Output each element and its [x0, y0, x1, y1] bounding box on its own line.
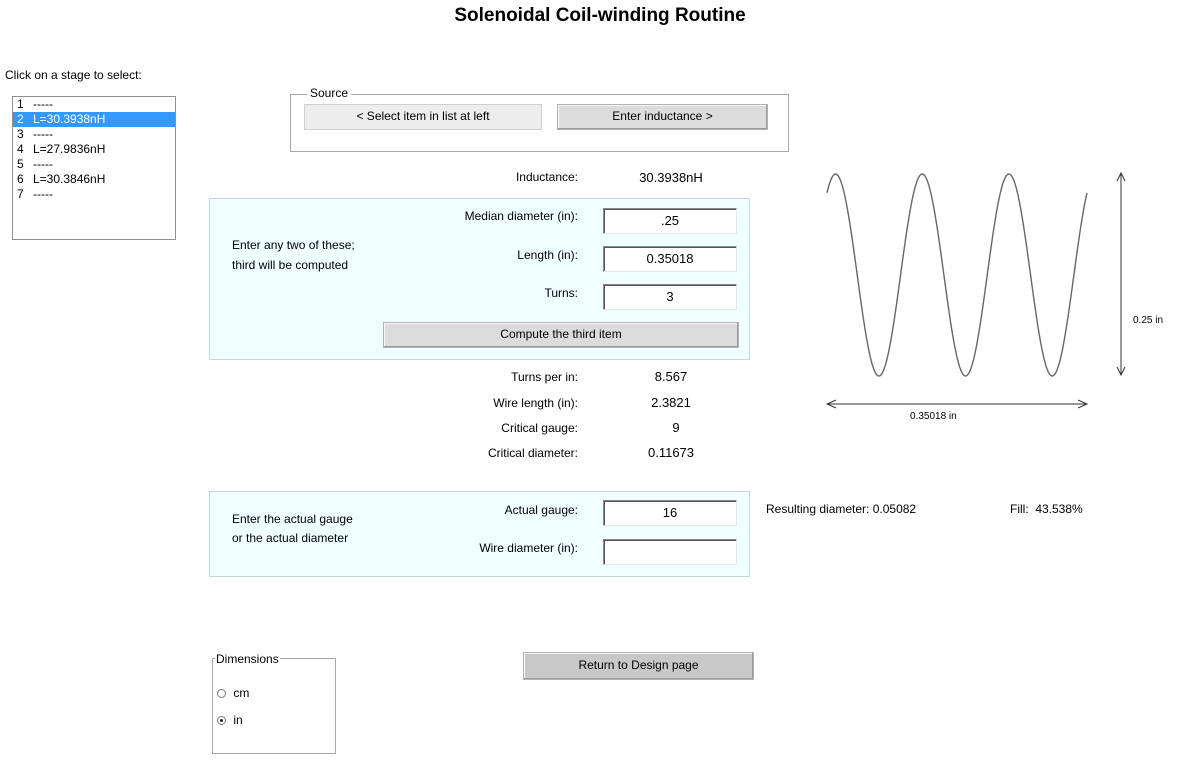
critical-gauge-value: 9: [672, 420, 680, 435]
stage-item[interactable]: 5 -----: [13, 157, 175, 172]
turns-per-in-value: 8.567: [654, 369, 688, 384]
source-group-label: Source: [307, 86, 352, 100]
critical-gauge-label: Critical gauge:: [501, 421, 578, 435]
dimension-option-in[interactable]: in: [217, 713, 243, 727]
wire-length-label: Wire length (in):: [493, 396, 578, 410]
wire-diameter-input[interactable]: [603, 539, 737, 565]
turns-per-in-label: Turns per in:: [511, 370, 578, 384]
turns-input[interactable]: 3: [603, 284, 737, 310]
stage-item[interactable]: 6 L=30.3846nH: [13, 172, 175, 187]
enter-inductance-button[interactable]: Enter inductance >: [557, 104, 768, 130]
stage-label: -----: [33, 127, 53, 141]
wire-length-value: 2.3821: [651, 395, 691, 410]
stage-number: 3: [17, 127, 24, 141]
stage-label: L=30.3846nH: [33, 172, 106, 186]
wire-instructions-line2: or the actual diameter: [232, 531, 349, 545]
critical-diameter-label: Critical diameter:: [487, 446, 578, 460]
stage-number: 2: [17, 112, 24, 126]
coil-wave: [826, 173, 1088, 377]
fill-value: Fill: 43.538%: [1010, 502, 1083, 516]
select-item-button[interactable]: < Select item in list at left: [304, 104, 542, 130]
stage-item[interactable]: 2 L=30.3938nH: [13, 112, 175, 127]
dimensions-group: [212, 658, 336, 754]
length-dimension-label: 0.35018 in: [910, 411, 957, 422]
radio-cm[interactable]: [217, 689, 226, 699]
dimensions-group-label: Dimensions: [215, 652, 280, 666]
median-diameter-input[interactable]: .25: [603, 208, 737, 234]
stage-number: 4: [17, 142, 24, 156]
source-group: [290, 94, 789, 152]
coil-diagram: 0.25 in 0.35018 in: [825, 171, 1163, 422]
turns-label: Turns:: [544, 286, 578, 300]
stage-item[interactable]: 4 L=27.9836nH: [13, 142, 175, 157]
stage-label: -----: [33, 97, 53, 111]
inductance-label: Inductance:: [515, 170, 578, 184]
dimension-option-in-label: in: [233, 713, 243, 727]
geometry-instructions-line2: third will be computed: [232, 258, 349, 272]
stage-number: 7: [17, 187, 24, 201]
median-diameter-label: Median diameter (in):: [464, 209, 578, 223]
dimension-option-cm-label: cm: [233, 686, 250, 700]
height-dimension-label: 0.25 in: [1133, 315, 1163, 326]
stage-item[interactable]: 3 -----: [13, 127, 175, 142]
stage-item[interactable]: 1 -----: [13, 97, 175, 112]
wire-instructions-line1: Enter the actual gauge: [232, 512, 353, 526]
resulting-diameter: Resulting diameter: 0.05082: [766, 502, 917, 516]
stage-label: -----: [33, 187, 53, 201]
inductance-value: 30.3938nH: [639, 170, 703, 185]
geometry-instructions-line1: Enter any two of these;: [232, 238, 355, 252]
stage-label: L=27.9836nH: [33, 142, 106, 156]
page-title: Solenoidal Coil-winding Routine: [454, 5, 746, 26]
actual-gauge-label: Actual gauge:: [504, 503, 578, 517]
stage-label: L=30.3938nH: [33, 112, 106, 126]
return-to-design-button[interactable]: Return to Design page: [523, 652, 754, 680]
stage-prompt: Click on a stage to select:: [5, 68, 142, 82]
compute-third-item-button[interactable]: Compute the third item: [383, 322, 739, 348]
length-arrow: [825, 399, 1089, 409]
stage-number: 6: [17, 172, 24, 186]
stage-label: -----: [33, 157, 53, 171]
dimension-option-cm[interactable]: cm: [217, 686, 249, 700]
height-arrow: [1116, 171, 1126, 377]
actual-gauge-input[interactable]: 16: [603, 500, 737, 526]
length-label: Length (in):: [517, 248, 578, 262]
radio-in[interactable]: [217, 716, 226, 726]
stage-item[interactable]: 7 -----: [13, 187, 175, 202]
stage-listbox[interactable]: 1 ----- 2 L=30.3938nH 3 ----- 4 L=27.9836nH 5 ---…: [12, 96, 176, 240]
length-input[interactable]: 0.35018: [603, 246, 737, 272]
wire-diameter-label: Wire diameter (in):: [479, 541, 578, 555]
stage-number: 1: [17, 97, 24, 111]
critical-diameter-value: 0.11673: [647, 445, 695, 460]
stage-number: 5: [17, 157, 24, 171]
